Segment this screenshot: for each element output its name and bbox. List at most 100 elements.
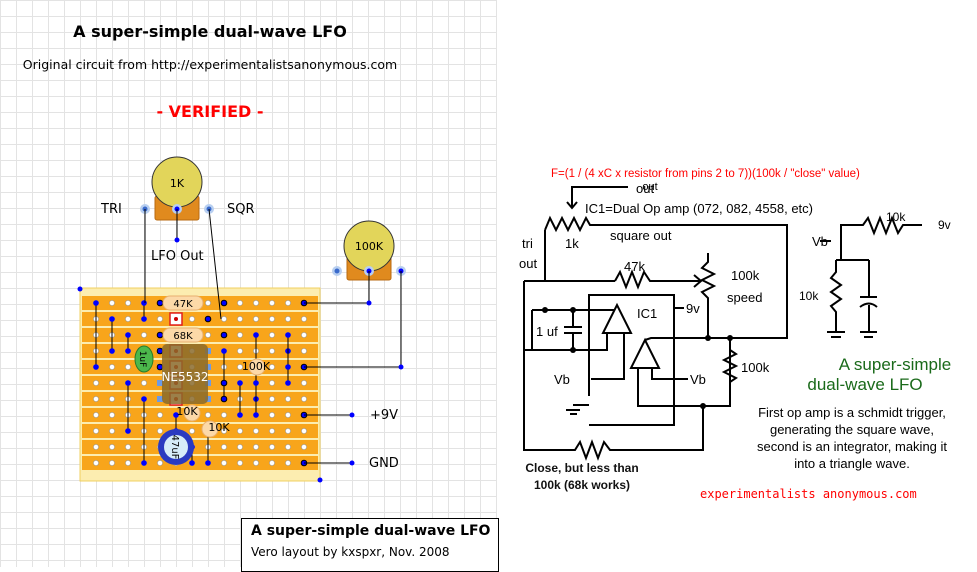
strip-hole xyxy=(125,316,131,322)
out-text: out xyxy=(519,256,538,271)
tri-label: TRI xyxy=(101,202,122,217)
sch-out-label: out xyxy=(636,181,655,196)
strip-hole xyxy=(237,332,243,338)
strip-hole xyxy=(301,332,307,338)
strip-hole xyxy=(269,396,275,402)
strip-hole xyxy=(301,316,307,322)
strip-hole xyxy=(157,412,163,418)
strip-hole xyxy=(301,396,307,402)
r-100k[interactable] xyxy=(248,358,266,376)
strip-hole xyxy=(285,300,291,306)
r-68k[interactable] xyxy=(162,327,204,343)
pot-100k[interactable] xyxy=(332,220,406,281)
strip-hole xyxy=(253,300,259,306)
r-10k-1[interactable] xyxy=(183,404,201,422)
strip-hole xyxy=(285,316,291,322)
strip-hole xyxy=(125,460,131,466)
credit-box: A super-simple dual-wave LFO Vero layout… xyxy=(241,518,499,572)
strip-hole xyxy=(93,396,99,402)
copper-strip xyxy=(82,440,318,454)
credit-byline: Vero layout by kxspxr, Nov. 2008 xyxy=(251,545,450,559)
strip-hole xyxy=(141,332,147,338)
cap-47uf-label: 47uF xyxy=(169,435,180,460)
strip-hole xyxy=(125,300,131,306)
strip-hole xyxy=(237,428,243,434)
strip-hole xyxy=(269,444,275,450)
strip-hole xyxy=(157,316,163,322)
vero-layout: 1K 100K NE5532 47K 68K 100K 10K 10K 1uF … xyxy=(77,156,406,483)
strip-hole xyxy=(157,460,163,466)
r-10k-label-1: 10K xyxy=(176,405,198,418)
strip-hole xyxy=(269,332,275,338)
r-47k[interactable] xyxy=(162,295,204,311)
strip-hole xyxy=(237,444,243,450)
desc-line-1: First op amp is a schmidt trigger, xyxy=(758,405,946,420)
strip-hole xyxy=(93,444,99,450)
r-100k-text: 100k xyxy=(741,360,770,375)
strip-hole xyxy=(93,380,99,386)
strip-hole xyxy=(189,428,195,434)
strip-hole xyxy=(269,460,275,466)
tri-text: tri xyxy=(522,236,533,251)
pot-1k-text: 1k xyxy=(565,236,579,251)
credit-title: A super-simple dual-wave LFO xyxy=(251,523,491,539)
strip-hole xyxy=(221,460,227,466)
strip-hole xyxy=(285,396,291,402)
formula-text: F=(1 / (4 xC x resistor from pins 2 to 7… xyxy=(551,168,860,180)
strip-hole xyxy=(125,444,131,450)
strip-hole xyxy=(269,364,275,370)
cap-1uf-text: 1 uf xyxy=(536,324,558,339)
strip-hole xyxy=(205,332,211,338)
close-note-2: 100k (68k works) xyxy=(533,478,631,492)
vb-right-text: Vb xyxy=(690,372,706,387)
strip-hole xyxy=(269,348,275,354)
strip-hole xyxy=(109,396,115,402)
strip-hole xyxy=(301,348,307,354)
green-title-2: dual-wave LFO xyxy=(807,375,923,394)
ic-ne5532[interactable] xyxy=(162,344,208,404)
strip-hole xyxy=(269,316,275,322)
page-subtitle: Original circuit from http://experimenta… xyxy=(22,57,398,72)
r-10k-2[interactable] xyxy=(201,420,219,438)
green-title-1: A super-simple xyxy=(838,355,952,374)
strip-hole xyxy=(301,380,307,386)
strip-hole xyxy=(109,300,115,306)
strip-hole xyxy=(269,412,275,418)
strip-hole xyxy=(205,300,211,306)
copper-strip xyxy=(82,456,318,470)
strip-hole xyxy=(109,460,115,466)
strip-hole xyxy=(157,428,163,434)
strip-hole xyxy=(93,412,99,418)
ic1-text: IC1 xyxy=(637,306,658,321)
cap-1uf-label: 1uF xyxy=(137,351,147,368)
ic-note: IC1=Dual Op amp (072, 082, 4558, etc) xyxy=(585,201,813,216)
strip-hole xyxy=(301,428,307,434)
cap-47uf[interactable] xyxy=(158,429,194,465)
strip-hole xyxy=(253,444,259,450)
vb-net-label: Vb xyxy=(812,234,828,249)
strip-hole xyxy=(109,428,115,434)
pot-1k-label: 1K xyxy=(170,177,185,190)
gnd-label: GND xyxy=(369,456,399,471)
cap-1uf[interactable] xyxy=(134,345,154,373)
r-68k-label: 68K xyxy=(173,331,193,342)
strip-hole xyxy=(237,316,243,322)
strip-hole xyxy=(285,460,291,466)
r-47k-text: 47k xyxy=(624,259,645,274)
speed-text: speed xyxy=(727,290,763,305)
strip-hole xyxy=(237,364,243,370)
lfo-out-pad xyxy=(174,237,180,243)
strip-hole xyxy=(189,316,195,322)
vb-r-top: 10k xyxy=(886,210,906,224)
strip-hole xyxy=(301,444,307,450)
desc-line-4: into a triangle wave. xyxy=(794,456,910,471)
plus-9v-label: +9V xyxy=(370,408,399,423)
strip-hole xyxy=(141,380,147,386)
close-note-1: Close, but less than xyxy=(525,461,639,475)
strip-hole xyxy=(221,444,227,450)
strip-hole xyxy=(205,412,211,418)
strip-hole xyxy=(269,380,275,386)
strip-hole xyxy=(221,316,227,322)
strip-hole xyxy=(93,460,99,466)
nine-v-text: 9v xyxy=(686,301,700,316)
